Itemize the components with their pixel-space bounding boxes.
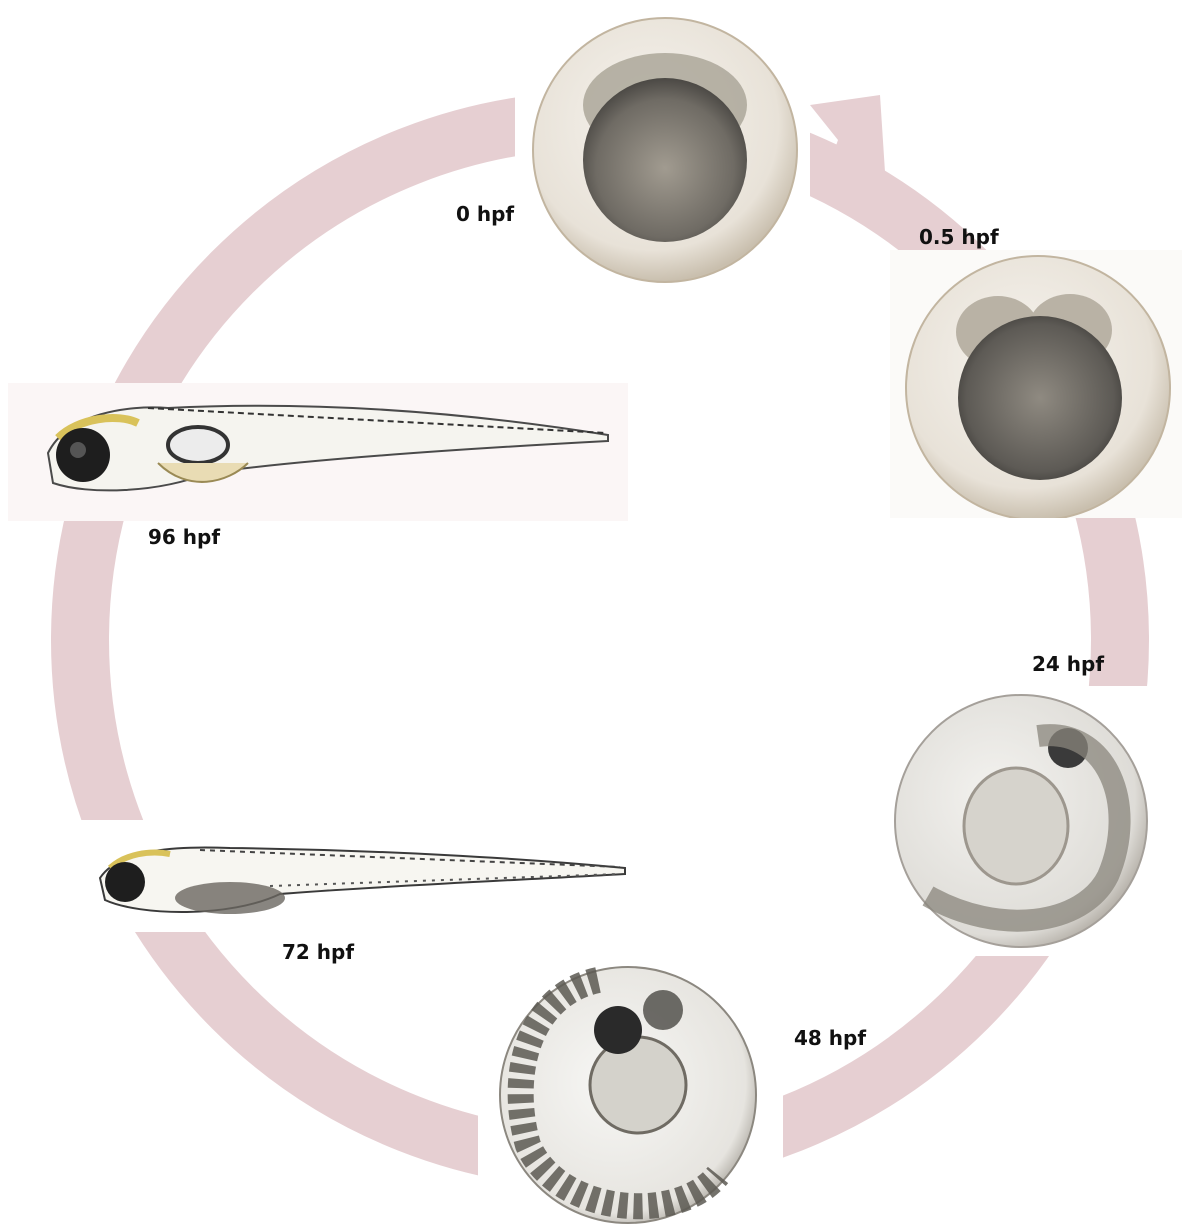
photo-0.5hpf — [890, 250, 1182, 518]
label-96hpf: 96 hpf — [148, 527, 220, 547]
photo-0hpf — [515, 10, 810, 290]
photo-48hpf — [478, 955, 783, 1230]
photo-24hpf — [888, 686, 1154, 956]
photo-96hpf — [8, 383, 628, 521]
label-48hpf: 48 hpf — [794, 1028, 866, 1048]
label-72hpf: 72 hpf — [282, 942, 354, 962]
photo-72hpf — [80, 820, 635, 932]
label-24hpf: 24 hpf — [1032, 654, 1104, 674]
label-0.5hpf: 0.5 hpf — [919, 227, 999, 247]
label-0hpf: 0 hpf — [456, 204, 514, 224]
